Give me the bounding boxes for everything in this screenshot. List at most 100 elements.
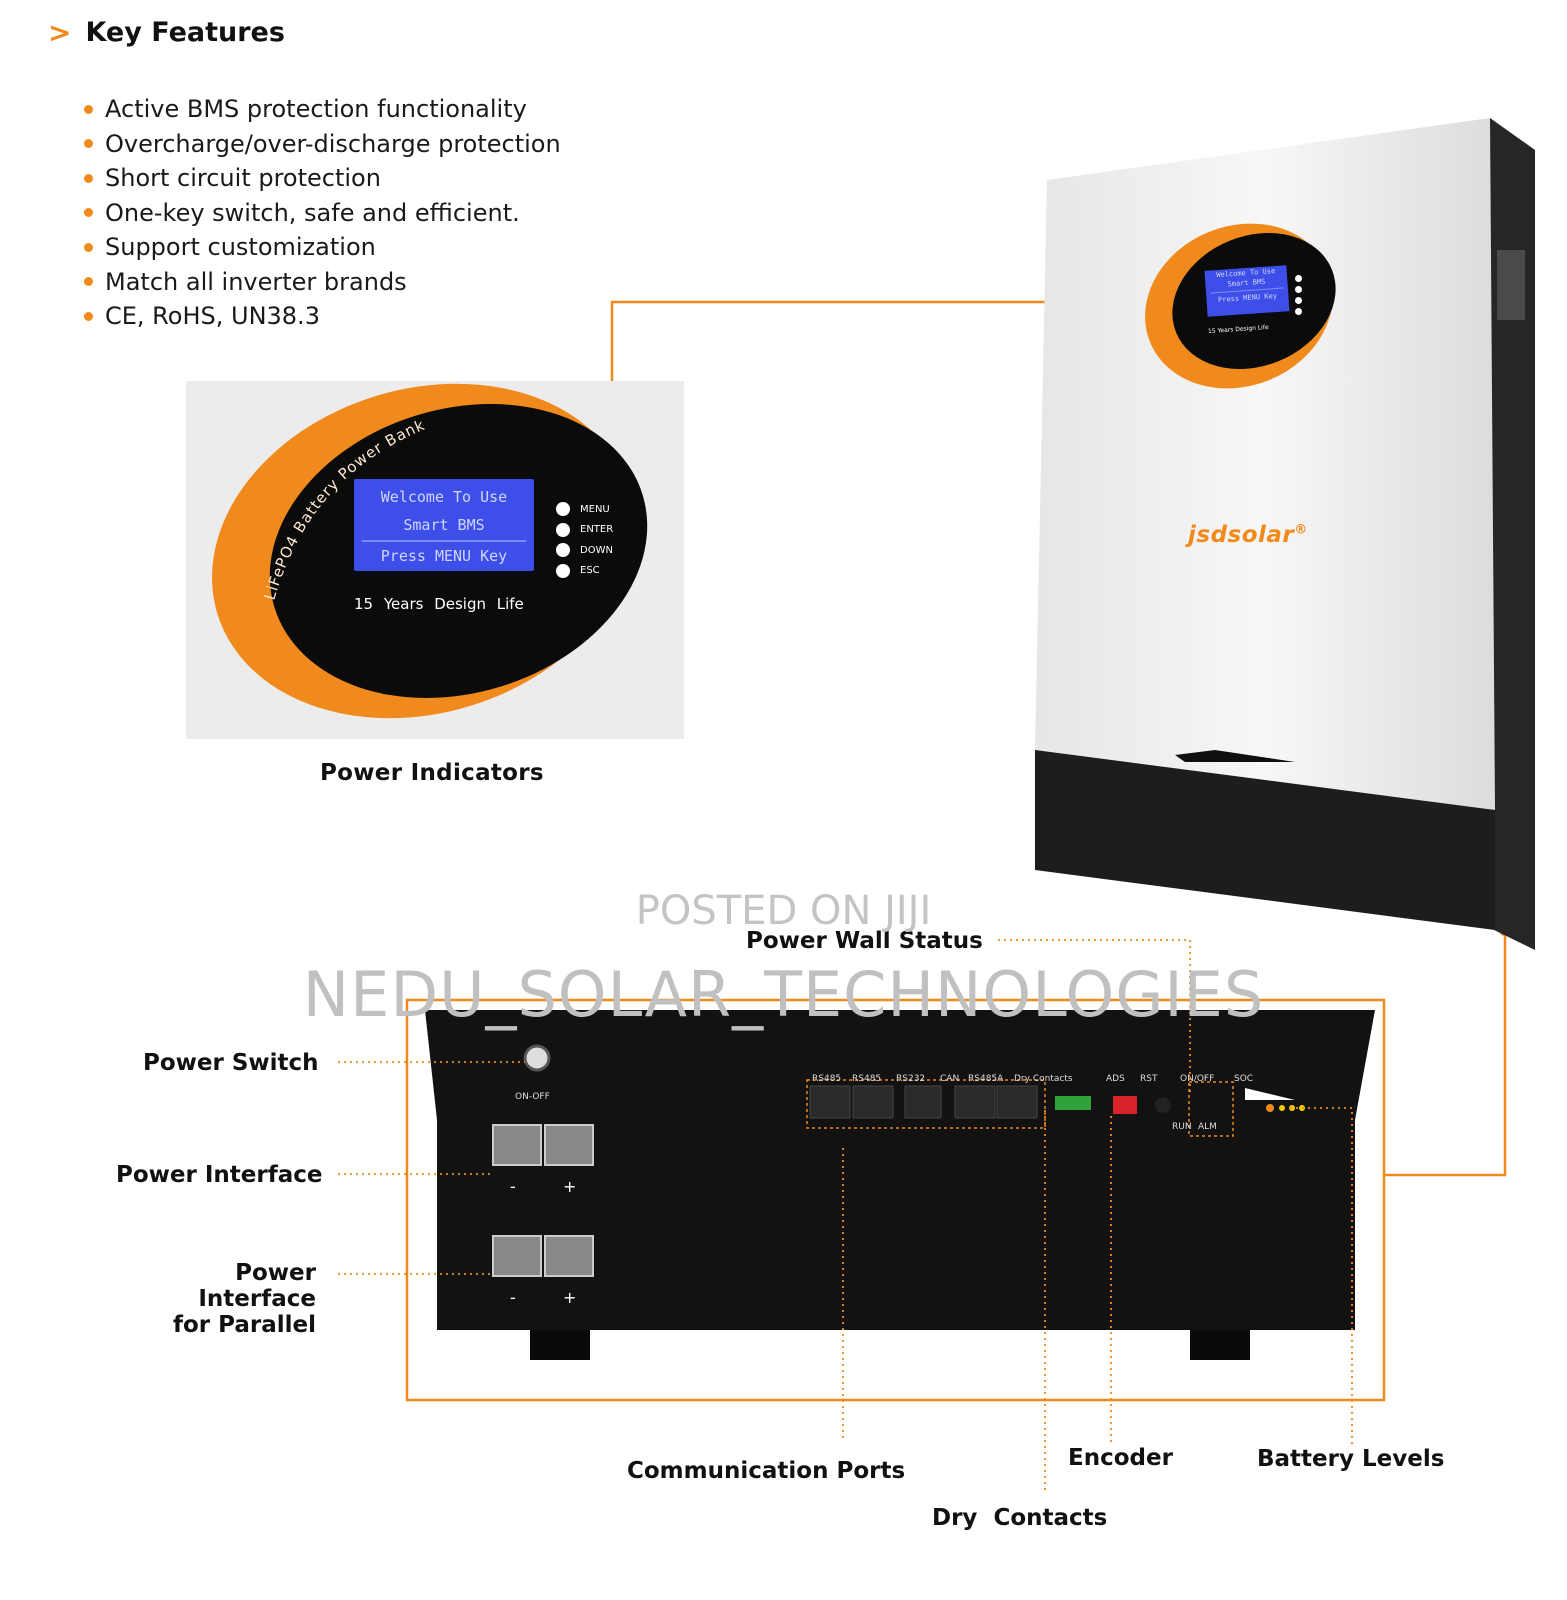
battery-front-panel [425, 1010, 1375, 1360]
plus-label: + [563, 1288, 577, 1307]
unit-base [1035, 750, 1495, 930]
feature-item: Active BMS protection functionality [84, 92, 561, 127]
power-switch-label: Power Switch [143, 1050, 319, 1076]
communication-ports-label: Communication Ports [627, 1458, 906, 1484]
minus-label: - [510, 1288, 516, 1307]
bullet-icon [84, 311, 93, 321]
chevron-right-icon: > [48, 16, 72, 49]
feature-item: Overcharge/over-discharge protection [84, 127, 561, 162]
unit-buttons [1295, 275, 1302, 319]
brand-logo: jsdsolar® [1188, 522, 1308, 548]
unit-side-panel [1490, 118, 1535, 950]
feature-item: CE, RoHS, UN38.3 [84, 299, 561, 334]
design-life-text: 15 Years Design Life [354, 595, 524, 613]
port-label: RS485 [852, 1074, 882, 1084]
lcd-line-1: Welcome To Use [380, 488, 508, 506]
ads-label: ADS [1106, 1074, 1125, 1084]
run-label: RUN [1172, 1122, 1192, 1132]
panel-outline [405, 998, 1386, 1402]
power-switch-knob [523, 1044, 551, 1072]
button-circle-icon [556, 563, 570, 578]
button-circle-icon [556, 502, 570, 517]
status-led-outline [1188, 1081, 1234, 1137]
unit-button[interactable] [1295, 286, 1302, 293]
panel-foot-right [1190, 1330, 1250, 1360]
comm-ports-outline [806, 1079, 1046, 1129]
power-wall-status-label: Power Wall Status [746, 928, 983, 954]
bullet-icon [84, 139, 93, 149]
panel-foot-left [530, 1330, 590, 1360]
lcd-line-2: Smart BMS [403, 516, 485, 534]
bullet-icon [84, 242, 93, 252]
key-features-title: Key Features [85, 17, 285, 48]
port-label: CAN [940, 1074, 960, 1084]
watermark-seller: NEDU_SOLAR_TECHNOLOGIES [302, 958, 1265, 1031]
down-button[interactable]: DOWN [556, 540, 613, 561]
key-features-heading: > Key Features [48, 16, 285, 49]
rst-label: RST [1140, 1074, 1158, 1084]
power-interface-connector [492, 1124, 542, 1166]
comm-port [809, 1085, 851, 1119]
parallel-interface-connector [544, 1235, 594, 1277]
bullet-icon [84, 208, 93, 218]
lcd-separator [362, 540, 526, 542]
bullet-icon [84, 173, 93, 183]
feature-list: Active BMS protection functionality Over… [84, 92, 561, 334]
watermark-posted: POSTED ON JIJI [635, 888, 932, 934]
feature-item: Short circuit protection [84, 161, 561, 196]
unit-button[interactable] [1295, 297, 1302, 304]
lcd-screen: Welcome To Use Smart BMS Press MENU Key [354, 479, 534, 571]
port-label: RS232 [896, 1074, 926, 1084]
on-off-label: ON-OFF [515, 1092, 550, 1102]
menu-button[interactable]: MENU [556, 499, 613, 520]
comm-port [904, 1085, 942, 1119]
power-indicators-caption: Power Indicators [320, 760, 544, 786]
feature-item: Match all inverter brands [84, 265, 561, 300]
power-interface-label: Power Interface [116, 1162, 323, 1188]
bullet-icon [84, 104, 93, 114]
panel-body [425, 1010, 1375, 1330]
dry-contacts-callout: Dry Contacts [932, 1505, 1108, 1531]
encoder-switch [1113, 1096, 1137, 1114]
unit-handle [1175, 750, 1295, 762]
esc-button[interactable]: ESC [556, 561, 613, 582]
encoder-callout: Encoder [1068, 1445, 1173, 1471]
lcd-line-3: Press MENU Key [380, 547, 508, 565]
indicator-connector [610, 300, 1218, 381]
parallel-interface-label: Power Interface for Parallel [172, 1260, 316, 1338]
button-circle-icon [556, 543, 570, 558]
battery-levels-callout: Battery Levels [1257, 1446, 1445, 1472]
bullet-icon [84, 277, 93, 287]
unit-side-latch [1497, 250, 1525, 320]
minus-label: - [510, 1177, 516, 1196]
dry-contacts-label: Dry Contacts [1014, 1074, 1073, 1084]
power-wall-status-line [998, 939, 1191, 1092]
control-buttons: MENU ENTER DOWN ESC [556, 499, 613, 581]
port-label: RS485 [812, 1074, 842, 1084]
enter-button[interactable]: ENTER [556, 520, 613, 541]
soc-led [1266, 1104, 1274, 1112]
power-indicator-zoom: LiFePO4 Battery Power Bank Welcome To Us… [186, 381, 684, 739]
comm-port [954, 1085, 996, 1119]
comm-port [996, 1085, 1038, 1119]
feature-item: One-key switch, safe and efficient. [84, 196, 561, 231]
button-circle-icon [556, 522, 570, 537]
unit-button[interactable] [1295, 308, 1302, 315]
feature-item: Support customization [84, 230, 561, 265]
soc-indicator [1245, 1088, 1295, 1100]
dry-contact-terminal [1055, 1096, 1091, 1110]
unit-button[interactable] [1295, 275, 1302, 282]
panel-connector [1383, 930, 1507, 1177]
power-interface-connector [544, 1124, 594, 1166]
battery-levels-line [1290, 1107, 1353, 1445]
parallel-interface-connector [492, 1235, 542, 1277]
alm-label: ALM [1198, 1122, 1217, 1132]
port-label: RS485A [968, 1074, 1004, 1084]
plus-label: + [563, 1177, 577, 1196]
reset-button [1155, 1097, 1171, 1113]
soc-led [1279, 1105, 1285, 1111]
soc-label: SOC [1234, 1074, 1254, 1084]
onoff-label: ON/OFF [1180, 1074, 1215, 1084]
